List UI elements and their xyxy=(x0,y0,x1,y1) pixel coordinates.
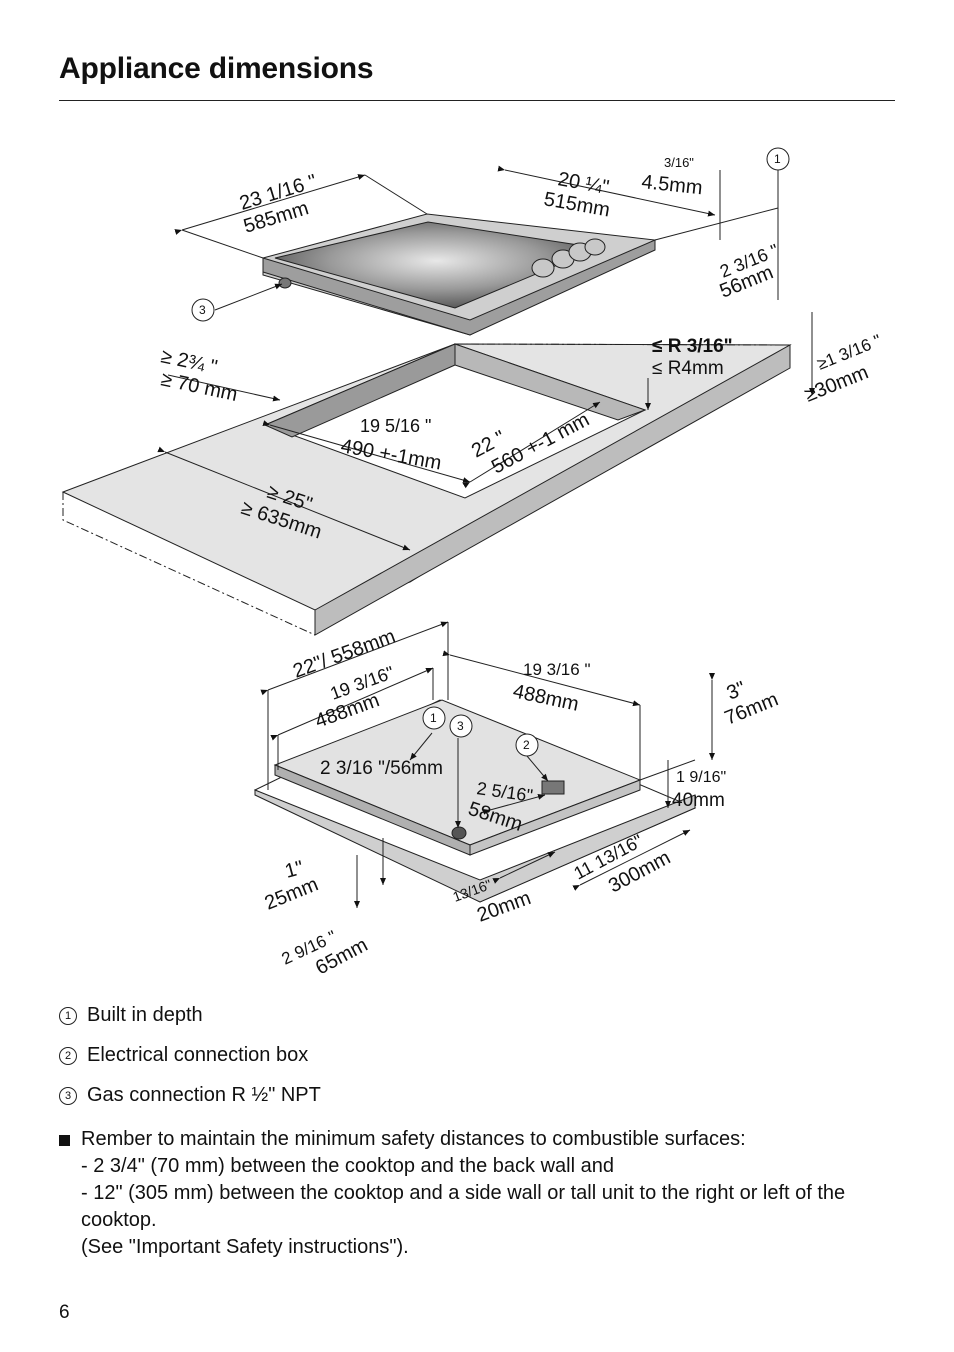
cutout-depth-in: 19 5/16 " xyxy=(360,416,431,436)
bullet-square-icon xyxy=(59,1135,70,1146)
legend-text: Gas connection R ½" NPT xyxy=(87,1084,321,1106)
right-in: 1 9/16" xyxy=(676,769,726,786)
svg-text:1: 1 xyxy=(774,152,781,166)
legend-number: 3 xyxy=(59,1086,77,1105)
svg-text:3: 3 xyxy=(457,719,464,733)
control-knobs xyxy=(531,238,606,278)
legend-text: Electrical connection box xyxy=(87,1044,309,1066)
legend-number: 2 xyxy=(59,1046,77,1065)
depth1-label: 2 3/16 "/56mm xyxy=(320,758,443,779)
legend-number: 1 xyxy=(59,1006,77,1025)
left-in: 1" xyxy=(283,857,306,883)
glass-in: 3/16" xyxy=(664,155,694,170)
note-line-1: - 2 3/4" (70 mm) between the cooktop and… xyxy=(81,1155,614,1177)
legend-item-built-in-depth: 1 Built in depth xyxy=(59,1004,203,1027)
page-number: 6 xyxy=(59,1302,70,1323)
callout-1-top: 1 xyxy=(766,147,790,171)
page-title: Appliance dimensions xyxy=(59,52,374,85)
callout-1-bottom: 1 xyxy=(422,706,446,730)
dimension-diagram: 23 1/16 " 585mm 20 ¼" 515mm 3/16" 4.5mm … xyxy=(61,147,884,979)
right-mm: 40mm xyxy=(672,790,725,811)
note-line-2: - 12" (305 mm) between the cooktop and a… xyxy=(81,1182,846,1231)
legend-text: Built in depth xyxy=(87,1004,203,1026)
glass-mm: 4.5mm xyxy=(640,171,703,199)
bottom-depth-mm: 488mm xyxy=(511,680,581,715)
svg-text:1: 1 xyxy=(430,711,437,725)
note-lead: Rember to maintain the minimum safety di… xyxy=(81,1128,746,1150)
legend-item-electrical-box: 2 Electrical connection box xyxy=(59,1044,308,1067)
title-rule xyxy=(59,100,895,101)
bottom-depth-in: 19 3/16 " xyxy=(523,660,590,679)
radius-in: ≤ R 3/16" xyxy=(652,336,733,357)
legend-item-gas-connection: 3 Gas connection R ½" NPT xyxy=(59,1084,321,1107)
callout-3-bottom: 3 xyxy=(449,714,473,738)
radius-mm: ≤ R4mm xyxy=(652,358,724,379)
safety-note: Rember to maintain the minimum safety di… xyxy=(59,1126,899,1261)
callout-2-bottom: 2 xyxy=(515,733,539,757)
cooktop-top xyxy=(262,213,657,336)
callout-3-top: 3 xyxy=(191,298,215,322)
svg-text:2: 2 xyxy=(523,738,530,752)
note-line-3: (See "Important Safety instructions"). xyxy=(81,1236,409,1258)
svg-text:3: 3 xyxy=(199,303,206,317)
